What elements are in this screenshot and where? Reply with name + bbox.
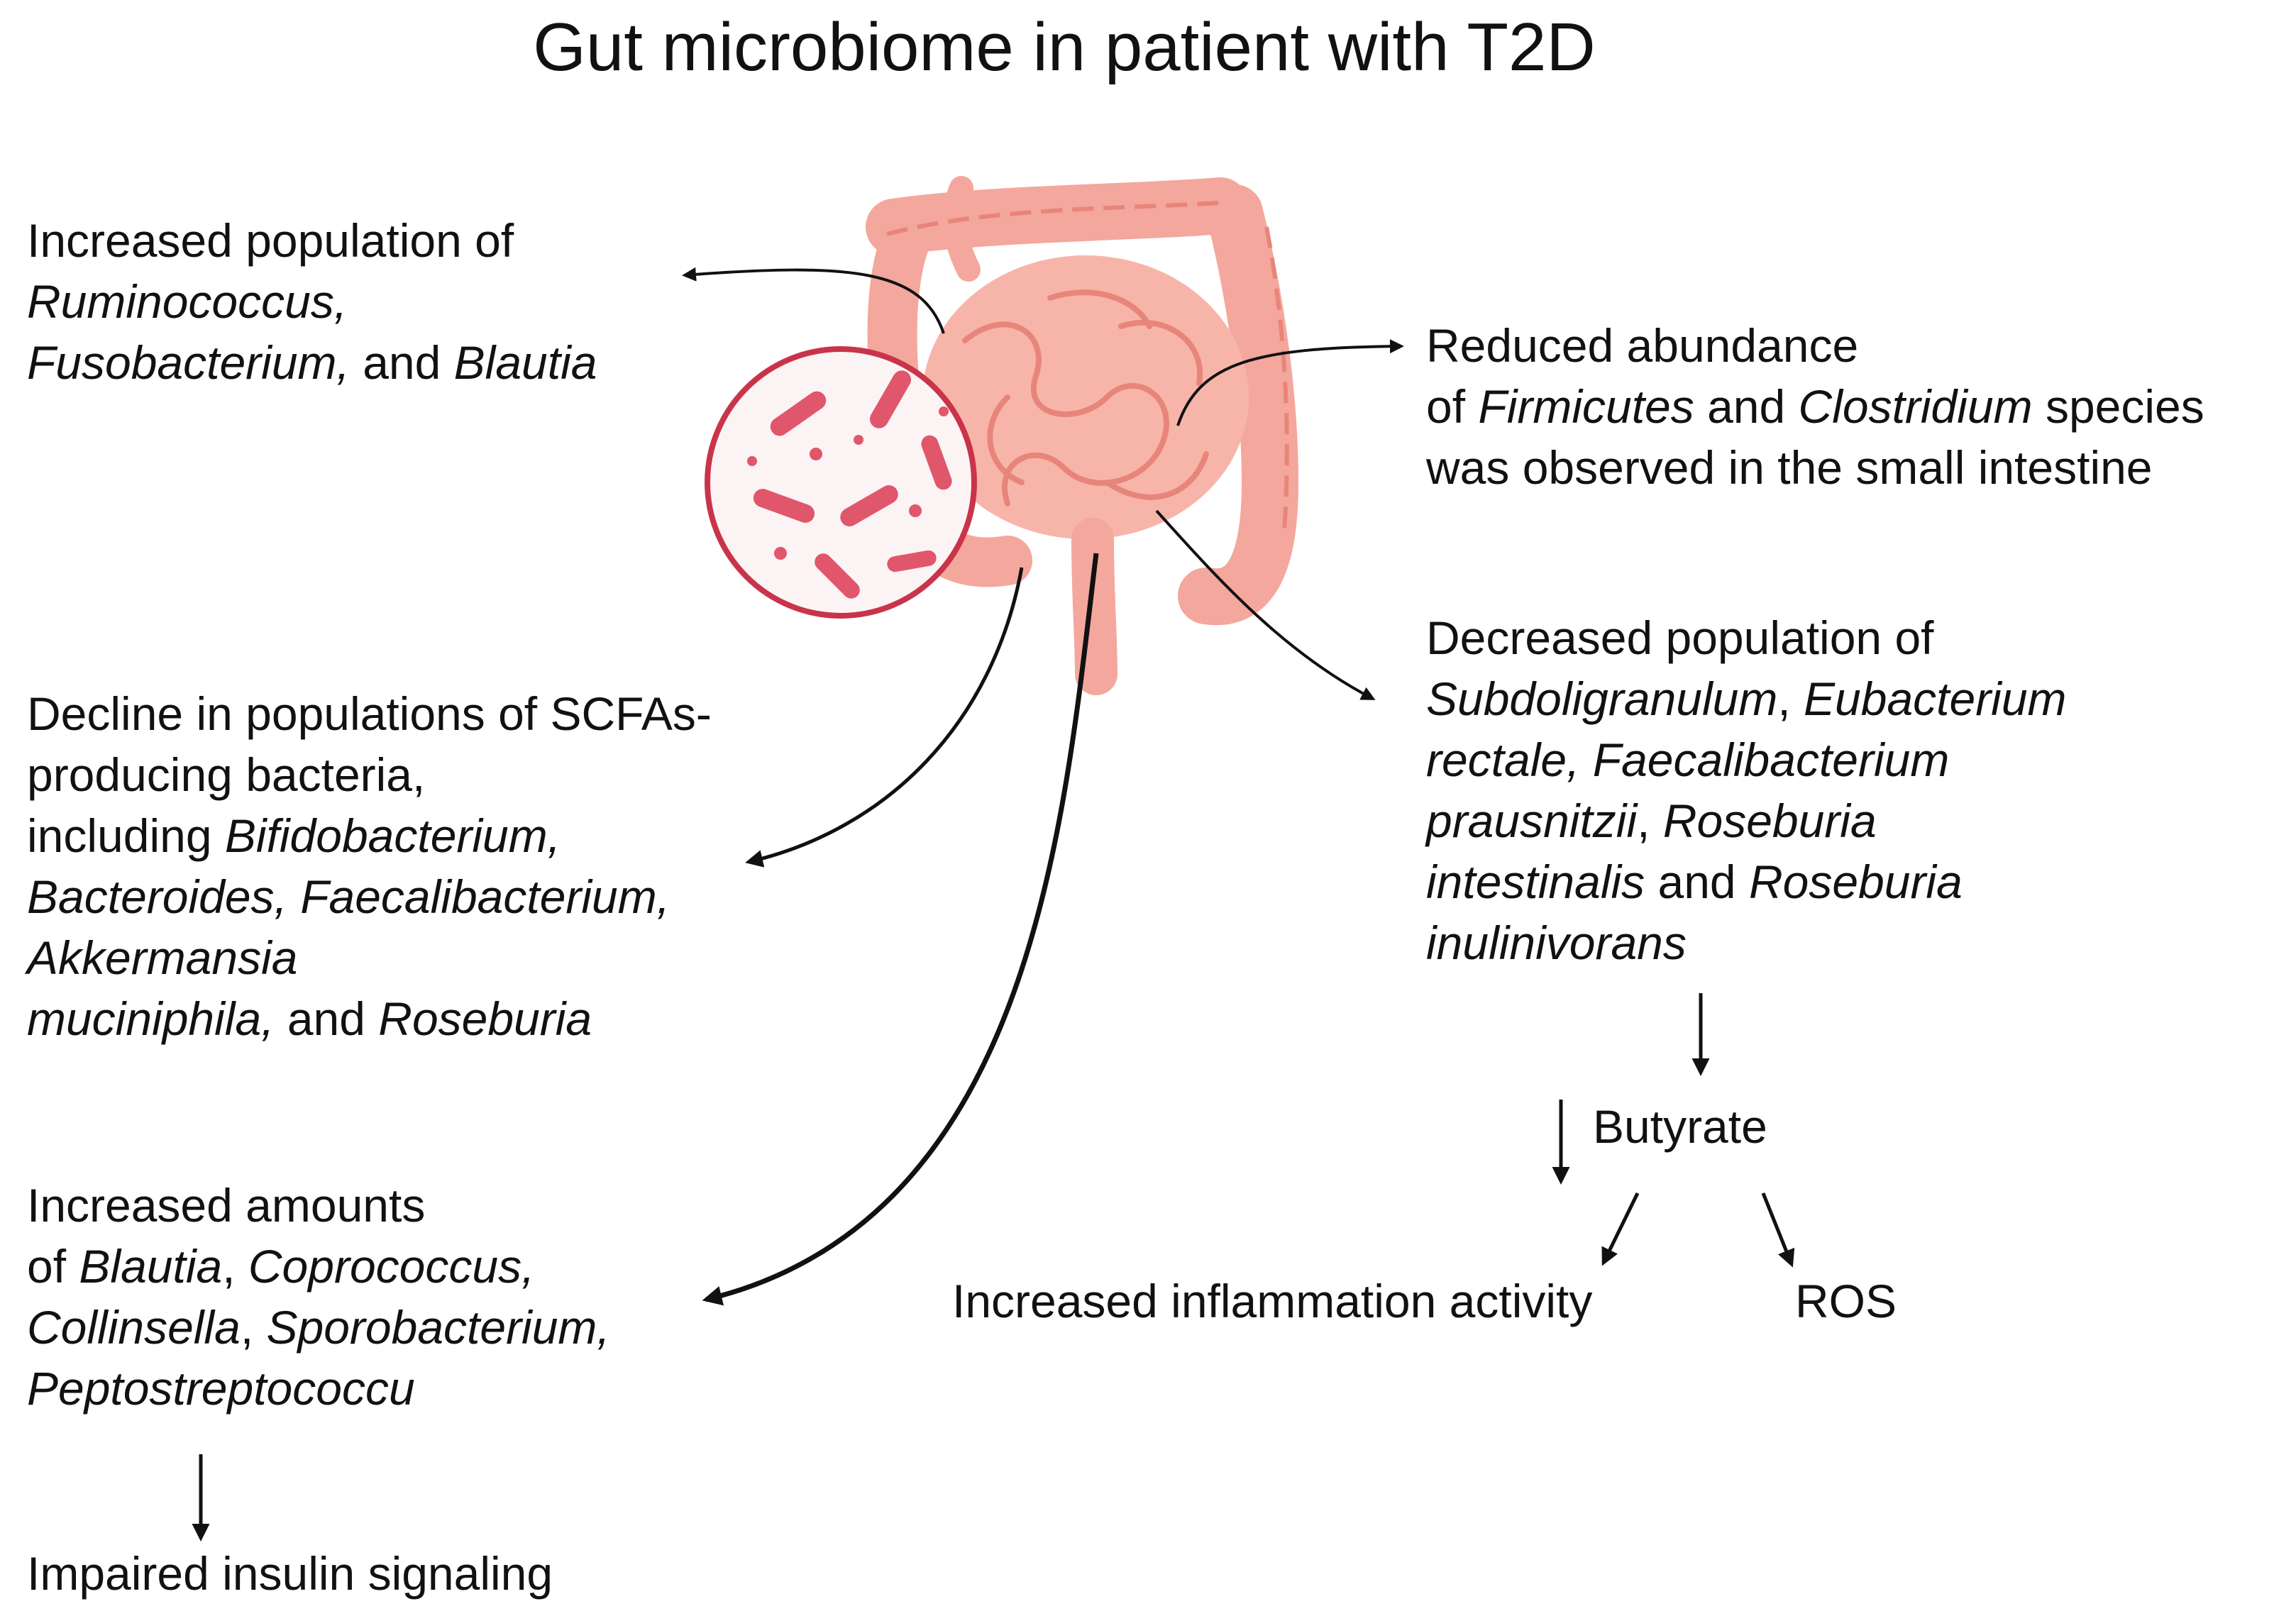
left-top-text: Increased population of Ruminococcus, Fu… — [27, 210, 597, 393]
fusobacterium-label: Fusobacterium, — [27, 336, 350, 389]
arrow-to-right-top — [1176, 339, 1404, 426]
left-top-line-1: Increased population of — [27, 214, 514, 267]
inflammation-label: Increased inflammation activity — [952, 1275, 1593, 1327]
right-mid-text: Decreased population of Subdoligranulum,… — [1426, 611, 2067, 969]
arrow-to-ros — [1761, 1192, 1795, 1268]
left-bottom-text: Increased amounts of Blautia, Coprococcu… — [27, 1179, 610, 1415]
arrow-to-left-top — [682, 267, 945, 334]
blautia-label: Blautia — [453, 336, 597, 389]
left-mid-text: Decline in populations of SCFAs- produci… — [27, 687, 712, 1045]
diagram-title: Gut microbiome in patient with T2D — [533, 9, 1596, 85]
bacteria-icon — [705, 346, 977, 619]
right-top-text: Reduced abundance of Firmicutes and Clos… — [1426, 319, 2204, 494]
arrow-to-inflammation — [1601, 1192, 1640, 1266]
arrow-to-left-mid — [745, 567, 1024, 868]
arrow-to-left-bottom — [702, 553, 1099, 1306]
impaired-insulin-label: Impaired insulin signaling — [27, 1547, 553, 1600]
ruminococcus-label: Ruminococcus, — [27, 275, 348, 328]
arrow-to-right-mid — [1155, 509, 1376, 700]
butyrate-label: Butyrate — [1593, 1100, 1767, 1153]
ros-label: ROS — [1795, 1275, 1897, 1327]
